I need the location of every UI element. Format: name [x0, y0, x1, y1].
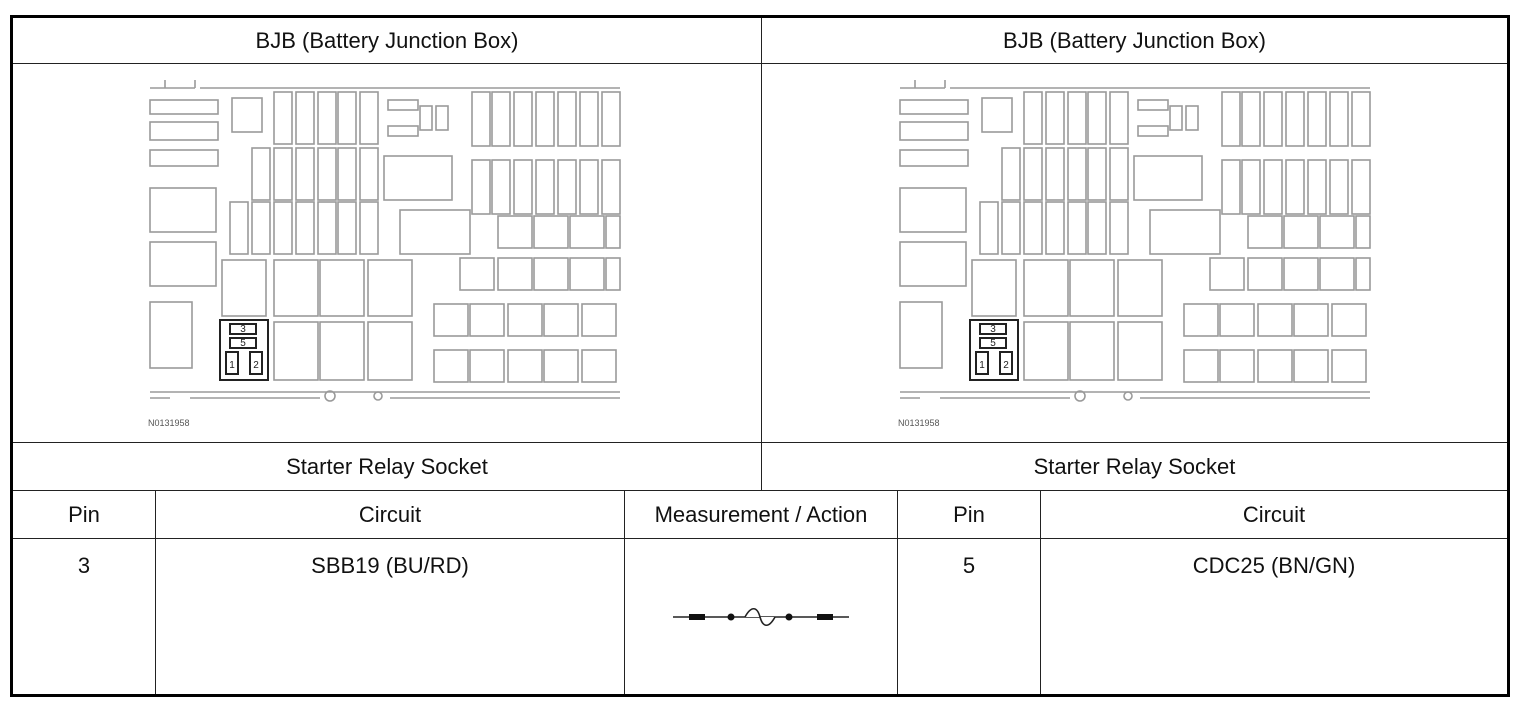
right-caption: Starter Relay Socket [1033, 453, 1236, 479]
circuit-b-value: CDC25 (BN/GN) [1192, 553, 1356, 578]
col-header-circuit-a: Circuit [358, 501, 422, 527]
left-title: BJB (Battery Junction Box) [255, 27, 519, 53]
svg-text:3: 3 [990, 324, 996, 335]
pin-a-value: 3 [77, 553, 91, 578]
row-divider [13, 63, 1507, 64]
col-header-measurement: Measurement / Action [654, 501, 868, 527]
column-divider [897, 490, 898, 694]
col-header-pin-b: Pin [953, 501, 985, 527]
svg-text:1: 1 [229, 360, 235, 371]
svg-text:5: 5 [240, 338, 246, 349]
right-title: BJB (Battery Junction Box) [1003, 27, 1266, 53]
bjb-diagram-left: 3 5 1 2 N0131958 [140, 70, 640, 445]
figure-code: N0131958 [148, 418, 190, 428]
column-divider [761, 18, 762, 490]
fuse-jumper-icon [673, 607, 849, 626]
svg-text:2: 2 [253, 360, 259, 371]
figure-code: N0131958 [898, 418, 940, 428]
junction-box-drawing: 3 5 1 2 N0131958 [898, 80, 1371, 428]
circuit-a-value: SBB19 (BU/RD) [311, 553, 469, 578]
pinout-table [10, 15, 1510, 697]
svg-text:2: 2 [1003, 360, 1009, 371]
row-divider [13, 442, 1507, 443]
column-divider [1040, 490, 1041, 694]
measurement-cell [625, 539, 897, 694]
svg-text:5: 5 [990, 338, 996, 349]
col-header-pin-a: Pin [68, 501, 100, 527]
bjb-diagram-right: 3 5 1 2 N0131958 [890, 70, 1390, 445]
column-divider [155, 490, 156, 694]
row-divider [13, 490, 1507, 491]
left-caption: Starter Relay Socket [286, 453, 488, 479]
svg-text:3: 3 [240, 324, 246, 335]
junction-box-drawing: 3 5 1 2 N0131958 [148, 80, 621, 428]
svg-text:1: 1 [979, 360, 985, 371]
col-header-circuit-b: Circuit [1242, 501, 1306, 527]
row-divider [13, 538, 1507, 539]
column-divider [624, 490, 625, 694]
pin-b-value: 5 [962, 553, 976, 578]
